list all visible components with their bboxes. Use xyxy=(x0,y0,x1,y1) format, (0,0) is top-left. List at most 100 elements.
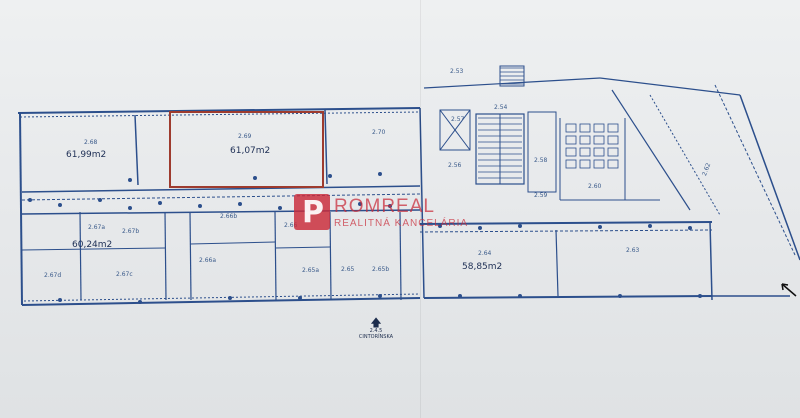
street-marker: 🡅 2.4.5 CINTORÍNSKA xyxy=(356,316,396,340)
column-mark xyxy=(458,294,462,298)
partition-wall xyxy=(324,109,328,185)
partition-wall xyxy=(419,107,425,299)
corridor-wall-bottom xyxy=(21,209,421,215)
room-number: 2.56 xyxy=(448,162,462,169)
room-number: 2.67b xyxy=(122,228,140,235)
column-mark xyxy=(518,224,522,228)
arrow-marker xyxy=(781,283,784,291)
room-number: 2.67c xyxy=(116,271,133,278)
room-number: 2.67d xyxy=(44,272,62,279)
corridor-wall-top xyxy=(21,185,421,193)
outer-wall-top-inner xyxy=(19,111,421,118)
sanitary-cell xyxy=(607,135,619,145)
column-mark xyxy=(238,202,242,206)
column-mark xyxy=(158,201,162,205)
promreal-watermark: P ROMREAL REALITNÁ KANCELÁRIA xyxy=(290,192,530,234)
partition-wall xyxy=(189,241,276,245)
outer-wall-left xyxy=(19,112,23,306)
logo-wordmark: ROMREAL xyxy=(334,196,435,217)
street-code: 2.4.5 xyxy=(369,328,383,334)
room-number: 2.69 xyxy=(238,133,252,140)
room-number: 2.53 xyxy=(450,68,464,75)
partition-wall xyxy=(134,114,139,186)
corridor-wall-top-inner xyxy=(21,193,421,201)
sanitary-cell xyxy=(579,159,591,169)
area-label: 61,07m2 xyxy=(230,146,271,156)
column-mark xyxy=(298,296,302,300)
room-number: 2.66a xyxy=(199,257,217,264)
room-number: 2.65 xyxy=(341,266,355,273)
area-label: 61,99m2 xyxy=(66,150,107,160)
partition-wall xyxy=(79,211,82,301)
paper-fold-line xyxy=(420,0,421,418)
up-arrow-icon: 🡅 xyxy=(370,316,382,329)
room-number: 2.65b xyxy=(372,266,390,273)
column-mark xyxy=(198,204,202,208)
diagonal-wall xyxy=(649,94,721,216)
column-mark xyxy=(648,224,652,228)
column-mark xyxy=(58,203,62,207)
area-label: 60,24m2 xyxy=(72,240,113,250)
room-number: 2.57 xyxy=(451,116,465,123)
street-name: CINTORÍNSKA xyxy=(358,334,394,340)
sanitary-cell xyxy=(593,147,605,157)
column-mark xyxy=(598,225,602,229)
column-mark xyxy=(278,206,282,210)
room-number: 2.66b xyxy=(220,213,238,220)
column-mark xyxy=(518,294,522,298)
outer-wall-top xyxy=(17,107,421,114)
room-number: 2.54 xyxy=(494,104,508,111)
partition-wall xyxy=(21,247,166,251)
column-mark xyxy=(698,294,702,298)
room-number: 2.68 xyxy=(84,139,98,146)
partition-wall xyxy=(555,229,559,297)
curved-outer-wall xyxy=(739,94,800,261)
room-number: 2.58 xyxy=(534,157,548,164)
room-number: 2.60 xyxy=(588,183,602,190)
outer-wall-bottom-right xyxy=(423,295,713,299)
column-mark xyxy=(358,202,362,206)
sanitary-cell xyxy=(607,159,619,169)
column-mark xyxy=(378,172,382,176)
column-mark xyxy=(438,224,442,228)
outer-wall-bottom xyxy=(21,297,421,306)
column-mark xyxy=(128,206,132,210)
lobby-room xyxy=(527,111,557,193)
sanitary-cell xyxy=(565,159,577,169)
column-mark xyxy=(378,294,382,298)
column-mark xyxy=(98,198,102,202)
column-mark xyxy=(138,300,142,304)
curved-inner-wall xyxy=(714,84,796,256)
column-mark xyxy=(228,296,232,300)
partition-wall xyxy=(329,211,332,301)
sanitary-cell xyxy=(565,147,577,157)
sanitary-cell xyxy=(593,135,605,145)
shaft-cross xyxy=(439,109,471,151)
diagonal-wall xyxy=(611,89,691,211)
arrow-marker xyxy=(781,283,797,297)
area-label: 58,85m2 xyxy=(462,262,503,272)
upper-wall xyxy=(599,77,741,96)
partition-wall xyxy=(164,211,167,301)
room-number: 2.67a xyxy=(88,224,106,231)
sanitary-cell xyxy=(579,147,591,157)
column-mark xyxy=(28,198,32,202)
column-mark xyxy=(253,176,257,180)
shaft-box xyxy=(439,109,471,151)
column-mark xyxy=(388,204,392,208)
partition-wall xyxy=(709,221,713,301)
partition-wall xyxy=(274,211,277,301)
column-mark xyxy=(688,226,692,230)
sanitary-cell xyxy=(579,123,591,133)
room-number: 2.70 xyxy=(372,129,386,136)
column-mark xyxy=(328,174,332,178)
partition-wall xyxy=(274,246,331,249)
upper-wall xyxy=(423,77,601,89)
sanitary-cell xyxy=(607,123,619,133)
sanitary-cell xyxy=(593,159,605,169)
sanitary-cell xyxy=(593,123,605,133)
sanitary-cell xyxy=(565,135,577,145)
partition-wall xyxy=(399,211,402,301)
